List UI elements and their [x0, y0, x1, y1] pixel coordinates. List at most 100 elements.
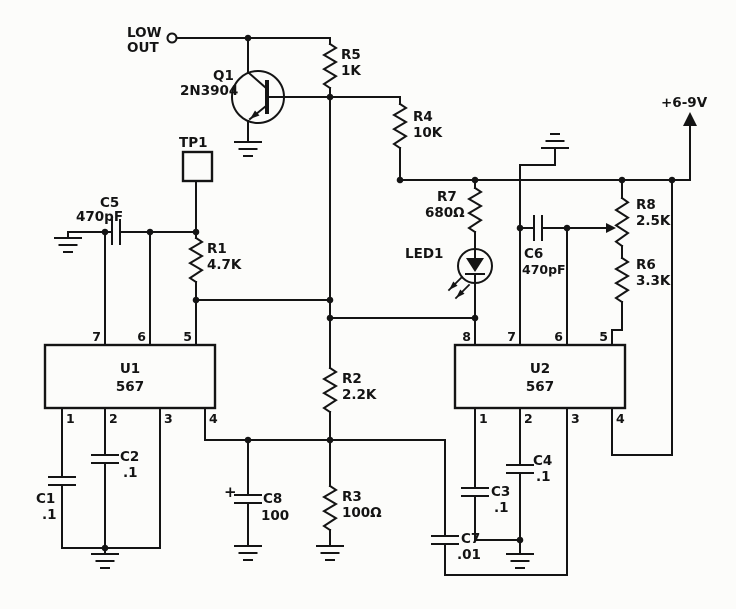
capacitor-C5 [111, 219, 121, 245]
wire [176, 37, 331, 45]
label-r1-val: 4.7K [207, 257, 242, 273]
label-u1-pin6: 6 [137, 329, 146, 344]
label-out: OUT [127, 40, 159, 56]
label-tp1: TP1 [179, 135, 208, 151]
capacitor-C1 [48, 476, 76, 486]
junction-dot [516, 536, 524, 544]
ic-body-U2 [453, 343, 627, 410]
label-u2-part: 567 [526, 379, 554, 395]
resistor-R2 [322, 366, 338, 414]
label-q1-part: 2N3904 [180, 83, 238, 99]
label-c7-ref: C7 [461, 531, 480, 547]
junction-dot [396, 176, 404, 184]
label-c2-val: .1 [123, 465, 138, 481]
label-u1-pin5: 5 [183, 329, 192, 344]
ground-symbols [54, 133, 569, 569]
label-c1-val: .1 [42, 507, 57, 523]
label-r2-ref: R2 [342, 371, 362, 387]
components [43, 32, 697, 545]
junction-dot [563, 224, 571, 232]
resistor-R3 [322, 484, 338, 532]
junction-dot [471, 176, 479, 184]
junction-dot [326, 296, 334, 304]
junction-dots [101, 34, 676, 552]
label-u1-pin1: 1 [66, 411, 75, 426]
low-out-terminal [166, 32, 178, 44]
ground-symbol [91, 553, 119, 569]
label-c8-val: 100 [261, 508, 289, 524]
label-c3-val: .1 [494, 500, 509, 516]
ground-symbol [234, 545, 262, 561]
label-led1: LED1 [405, 246, 443, 262]
label-u1-pin7: 7 [92, 329, 101, 344]
capacitor-C4 [506, 464, 534, 474]
label-r4-ref: R4 [413, 109, 433, 125]
label-r3-val: 100Ω [342, 505, 382, 521]
label-u1-part: 567 [116, 379, 144, 395]
junction-dot [326, 93, 334, 101]
label-r8-val: 2.5K [636, 213, 671, 229]
junction-dot [516, 224, 524, 232]
junction-dot [244, 34, 252, 42]
label-c3-ref: C3 [491, 484, 510, 500]
label-u2-pin5: 5 [599, 329, 608, 344]
label-c6-val: 470pF [522, 262, 566, 277]
label-r4-val: 10K [413, 125, 443, 141]
supply-arrow [683, 112, 697, 126]
junction-dot [244, 436, 252, 444]
junction-dot [326, 314, 334, 322]
capacitor-C7 [431, 535, 459, 545]
wire [519, 147, 556, 229]
ground-symbol [541, 133, 569, 149]
resistor-R7 [467, 186, 483, 234]
led-LED1 [447, 248, 493, 300]
wire [444, 407, 568, 576]
label-u1-ref: U1 [120, 361, 140, 377]
wire [474, 495, 521, 541]
label-u1-pin4: 4 [209, 411, 218, 426]
label-r2-val: 2.2K [342, 387, 377, 403]
label-u2-pin2: 2 [524, 411, 533, 426]
junction-dot [101, 228, 109, 236]
label-q1-ref: Q1 [213, 68, 234, 84]
label-r5-val: 1K [341, 63, 361, 79]
label-c6-ref: C6 [524, 246, 543, 262]
label-r5-ref: R5 [341, 47, 361, 63]
label-supply: +6-9V [661, 95, 708, 111]
capacitor-C6 [533, 215, 543, 241]
label-u2-pin8: 8 [462, 329, 471, 344]
label-c8-ref: C8 [263, 491, 282, 507]
label-c2-ref: C2 [120, 449, 139, 465]
test-point-TP1 [181, 150, 214, 183]
resistor-R6 [614, 256, 630, 304]
junction-dot [192, 296, 200, 304]
resistor-R5 [322, 42, 338, 90]
label-u1-pin2: 2 [109, 411, 118, 426]
junction-dot [101, 544, 109, 552]
junction-dot [618, 176, 626, 184]
potentiometer-wiper-arrow [606, 223, 616, 233]
ground-symbol [54, 237, 82, 253]
capacitor-C3 [461, 487, 489, 497]
label-u2-pin7: 7 [507, 329, 516, 344]
ground-symbol [234, 141, 262, 157]
wire [611, 301, 623, 346]
ground-symbol [316, 545, 344, 561]
label-c4-val: .1 [536, 469, 551, 485]
junction-dot [192, 228, 200, 236]
junction-dot [326, 436, 334, 444]
label-u2-pin3: 3 [571, 411, 580, 426]
label-c5-val: 470pF [76, 209, 123, 225]
label-u2-ref: U2 [530, 361, 550, 377]
capacitor-C8 [234, 494, 262, 504]
label-low: LOW [127, 25, 162, 41]
resistor-R4 [392, 102, 408, 150]
label-u2-pin6: 6 [554, 329, 563, 344]
label-u2-pin4: 4 [616, 411, 625, 426]
junction-dot [146, 228, 154, 236]
label-r6-val: 3.3K [636, 273, 671, 289]
label-c5-ref: C5 [100, 195, 119, 211]
